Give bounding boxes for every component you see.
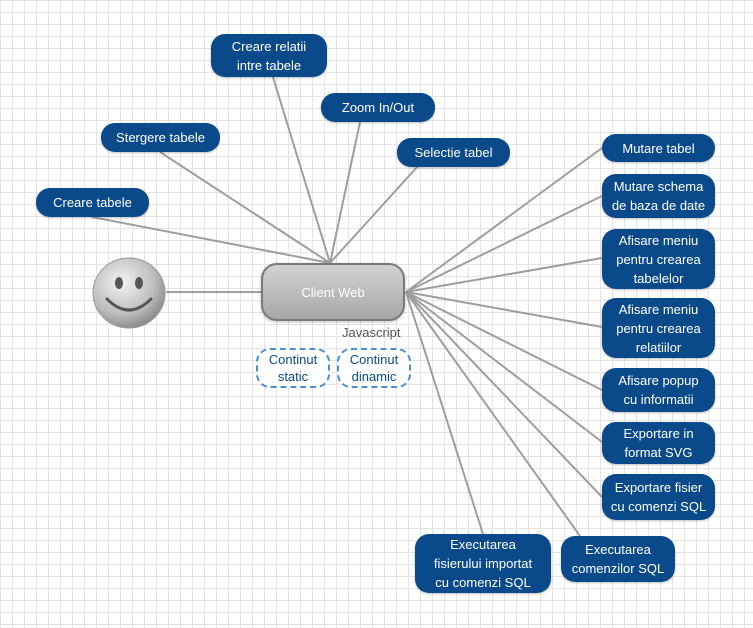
edge-exec-comenzi xyxy=(405,291,581,537)
content-type-static[interactable]: Continut static xyxy=(256,348,330,388)
node-exportare-sql[interactable]: Exportare fisier cu comenzi SQL xyxy=(602,474,715,520)
node-executarea-comenzilor[interactable]: Executarea comenzilor SQL xyxy=(561,536,675,582)
node-creare-relatii[interactable]: Creare relatii intre tabele xyxy=(211,34,327,77)
edge-stergere xyxy=(159,151,331,264)
node-zoom[interactable]: Zoom In/Out xyxy=(321,93,435,122)
node-mutare-schema[interactable]: Mutare schema de baza de date xyxy=(602,174,715,218)
content-type-dynamic[interactable]: Continut dinamic xyxy=(337,348,411,388)
node-afisare-meniu-tabele[interactable]: Afisare meniu pentru crearea tabelelor xyxy=(602,229,715,289)
node-afisare-meniu-relatii[interactable]: Afisare meniu pentru crearea relatiilor xyxy=(602,298,715,358)
edge-creare-relatii xyxy=(271,73,331,264)
node-stergere-tabele[interactable]: Stergere tabele xyxy=(101,123,220,152)
javascript-note: Javascript xyxy=(342,325,401,340)
connector-lines xyxy=(91,73,603,537)
edge-meniu-relatii xyxy=(405,291,603,328)
edge-creare-tabele xyxy=(91,216,331,264)
edge-selectie xyxy=(329,165,419,264)
edge-mutare-schema xyxy=(405,195,603,293)
edge-svg xyxy=(405,291,603,443)
center-node-label: Client Web xyxy=(301,284,365,300)
edge-zoom xyxy=(329,121,361,264)
node-creare-tabele[interactable]: Creare tabele xyxy=(36,188,149,217)
edge-mutare-tabel xyxy=(405,147,603,293)
edge-exec-fisier xyxy=(405,291,484,535)
node-executarea-fisierului[interactable]: Executarea fisierului importat cu comenz… xyxy=(415,534,551,593)
node-exportare-svg[interactable]: Exportare in format SVG xyxy=(602,422,715,464)
node-afisare-popup[interactable]: Afisare popup cu informatii xyxy=(602,368,715,412)
smiley-face-icon xyxy=(92,257,166,329)
edge-meniu-tabele xyxy=(405,257,603,293)
edge-popup xyxy=(405,291,603,391)
center-node-client-web[interactable]: Client Web xyxy=(261,263,405,321)
edge-export-sql xyxy=(405,291,603,498)
node-mutare-tabel[interactable]: Mutare tabel xyxy=(602,134,715,162)
node-selectie-tabel[interactable]: Selectie tabel xyxy=(397,138,510,167)
